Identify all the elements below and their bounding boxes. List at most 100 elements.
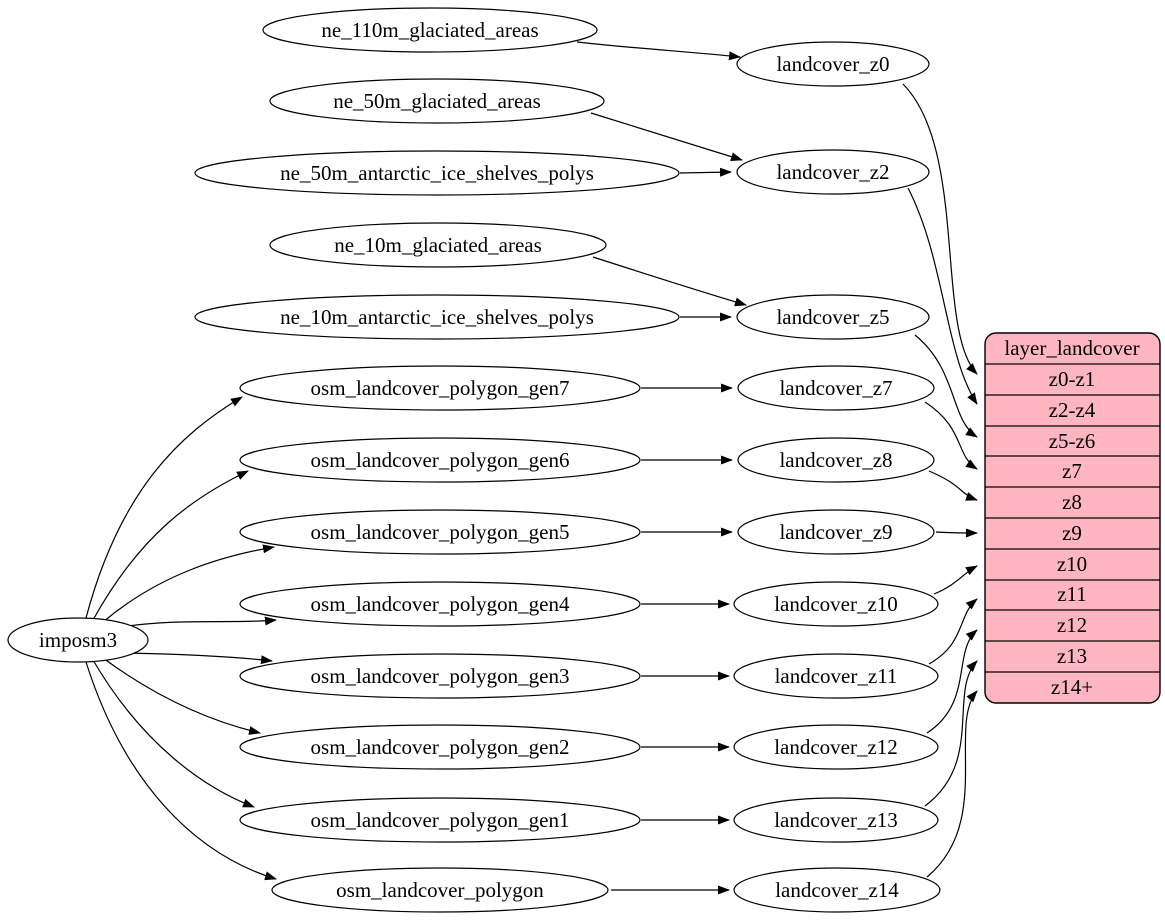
node-label: ne_110m_glaciated_areas xyxy=(321,18,538,42)
node-landcover-z12: landcover_z12 xyxy=(733,724,939,770)
node-label: ne_10m_glaciated_areas xyxy=(334,233,542,257)
edge-ne110m-to-z0 xyxy=(576,41,741,61)
table-row-z12: z12 xyxy=(1057,613,1087,637)
node-label: landcover_z8 xyxy=(779,448,892,472)
edge-z8-to-row-z8 xyxy=(928,470,978,501)
edge-z12-to-row-z12 xyxy=(926,629,978,734)
node-label: osm_landcover_polygon_gen3 xyxy=(311,664,570,688)
ellipse-shape xyxy=(239,581,641,627)
edge-ne50m-ant-to-z2 xyxy=(679,167,732,177)
ellipse-shape xyxy=(239,653,641,699)
node-label: landcover_z14 xyxy=(775,878,899,902)
node-landcover-z11: landcover_z11 xyxy=(733,653,939,699)
table-row-z11: z11 xyxy=(1057,582,1087,606)
node-landcover-z7: landcover_z7 xyxy=(737,365,935,411)
ellipse-shape xyxy=(736,294,930,340)
table-row-z7: z7 xyxy=(1062,459,1082,483)
node-ne-50m-antarctic-ice-shelves-polys: ne_50m_antarctic_ice_shelves_polys xyxy=(194,150,680,196)
table-row-z10: z10 xyxy=(1057,552,1087,576)
ellipse-shape xyxy=(194,294,680,340)
edge-z10-to-row-z10 xyxy=(933,565,978,595)
node-label: landcover_z10 xyxy=(774,592,898,616)
ellipse-shape xyxy=(239,437,641,483)
ellipse-shape xyxy=(269,78,605,124)
node-osm-landcover-polygon-gen7: osm_landcover_polygon_gen7 xyxy=(239,365,641,411)
ellipse-shape xyxy=(733,724,939,770)
table-title: layer_landcover xyxy=(1004,336,1139,360)
ellipse-shape xyxy=(733,867,941,913)
node-landcover-z8: landcover_z8 xyxy=(737,437,935,483)
node-label: landcover_z9 xyxy=(779,520,892,544)
node-osm-landcover-polygon-gen4: osm_landcover_polygon_gen4 xyxy=(239,581,641,627)
node-osm-landcover-polygon-gen2: osm_landcover_polygon_gen2 xyxy=(239,724,641,770)
node-label: osm_landcover_polygon_gen7 xyxy=(311,376,570,400)
edge-group xyxy=(85,41,978,895)
ellipse-shape xyxy=(269,222,607,268)
edge-z14-to-row-z14plus xyxy=(926,690,978,878)
node-label: landcover_z7 xyxy=(779,376,892,400)
node-group: imposm3 ne_110m_glaciated_areas ne_50m_g… xyxy=(7,7,941,913)
node-osm-landcover-polygon-gen5: osm_landcover_polygon_gen5 xyxy=(239,509,641,555)
node-ne-10m-glaciated-areas: ne_10m_glaciated_areas xyxy=(269,222,607,268)
table-row-z9: z9 xyxy=(1062,521,1082,545)
node-label: osm_landcover_polygon_gen6 xyxy=(311,448,570,472)
node-label: osm_landcover_polygon_gen1 xyxy=(311,808,570,832)
edge-z9-to-row-z9 xyxy=(935,528,978,538)
edge-imposm3-to-gen6 xyxy=(92,470,249,621)
edge-imposm3-to-gen1 xyxy=(92,659,255,808)
edge-imposm3-to-gen5 xyxy=(102,544,275,623)
edge-z0-to-row-z0-z1 xyxy=(902,83,978,375)
node-label: osm_landcover_polygon_gen5 xyxy=(311,520,570,544)
ellipse-shape xyxy=(239,797,641,843)
ellipse-shape xyxy=(271,867,609,913)
ellipse-shape xyxy=(733,797,939,843)
edge-imposm3-to-polygon xyxy=(85,661,277,881)
ellipse-shape xyxy=(239,509,641,555)
ellipse-shape xyxy=(736,149,930,195)
node-landcover-z13: landcover_z13 xyxy=(733,797,939,843)
node-ne-10m-antarctic-ice-shelves-polys: ne_10m_antarctic_ice_shelves_polys xyxy=(194,294,680,340)
edge-imposm3-to-gen2 xyxy=(102,657,261,735)
node-label: imposm3 xyxy=(39,628,117,652)
node-label: landcover_z11 xyxy=(775,664,898,688)
table-row-z5-z6: z5-z6 xyxy=(1049,429,1096,453)
node-label: landcover_z5 xyxy=(776,305,889,329)
node-ne-110m-glaciated-areas: ne_110m_glaciated_areas xyxy=(262,7,598,53)
edge-ne10m-to-z5 xyxy=(592,256,747,307)
edge-imposm3-to-gen3 xyxy=(120,652,273,665)
node-label: ne_50m_glaciated_areas xyxy=(333,89,541,113)
node-label: landcover_z0 xyxy=(776,52,889,76)
ellipse-shape xyxy=(737,509,935,555)
node-label: osm_landcover_polygon_gen2 xyxy=(311,735,570,759)
edge-z11-to-row-z11 xyxy=(928,598,978,665)
node-label: ne_10m_antarctic_ice_shelves_polys xyxy=(280,305,594,329)
node-landcover-z2: landcover_z2 xyxy=(736,149,930,195)
node-landcover-z14: landcover_z14 xyxy=(733,867,941,913)
node-osm-landcover-polygon-gen1: osm_landcover_polygon_gen1 xyxy=(239,797,641,843)
edge-z2-to-row-z2-z4 xyxy=(907,187,978,405)
edge-z5-to-row-z5-z6 xyxy=(914,334,978,438)
table-layer-landcover: layer_landcover z0-z1 z2-z4 z5-z6 z7 z8 … xyxy=(984,332,1161,704)
ellipse-shape xyxy=(737,365,935,411)
table-row-z14plus: z14+ xyxy=(1051,675,1093,699)
node-imposm3: imposm3 xyxy=(7,617,149,663)
node-label: landcover_z12 xyxy=(774,735,898,759)
ellipse-shape xyxy=(194,150,680,196)
edge-imposm3-to-gen7 xyxy=(85,396,243,619)
ellipse-shape xyxy=(239,365,641,411)
node-ne-50m-glaciated-areas: ne_50m_glaciated_areas xyxy=(269,78,605,124)
edge-imposm3-to-gen4 xyxy=(120,616,277,628)
table-row-z2-z4: z2-z4 xyxy=(1049,398,1096,422)
edge-z13-to-row-z13 xyxy=(924,660,978,807)
ellipse-shape xyxy=(737,437,935,483)
node-landcover-z9: landcover_z9 xyxy=(737,509,935,555)
node-label: ne_50m_antarctic_ice_shelves_polys xyxy=(280,161,594,185)
edge-z7-to-row-z7 xyxy=(924,401,978,470)
table-row-z13: z13 xyxy=(1057,644,1087,668)
table-row-z0-z1: z0-z1 xyxy=(1049,367,1096,391)
table-row-z8: z8 xyxy=(1062,490,1082,514)
node-label: osm_landcover_polygon xyxy=(336,878,544,902)
node-label: landcover_z13 xyxy=(774,808,898,832)
